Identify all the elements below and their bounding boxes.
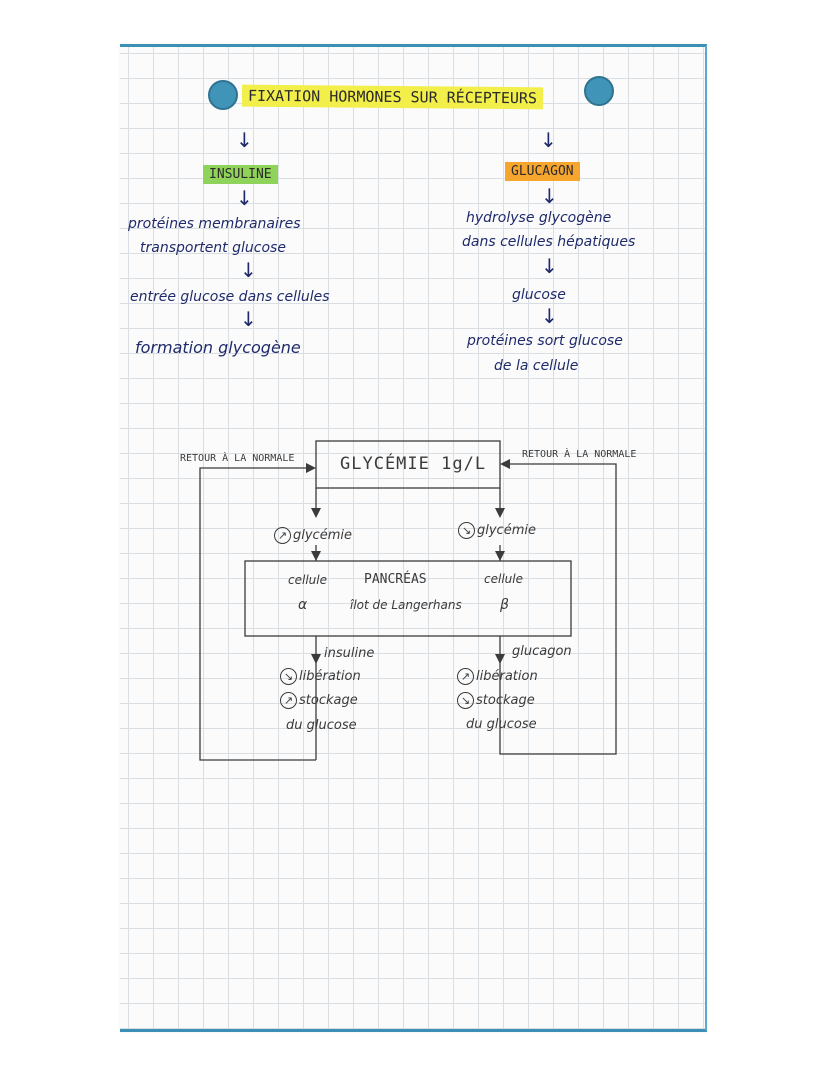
arrowhead-icon bbox=[495, 654, 505, 664]
arrowhead-icon bbox=[311, 508, 321, 518]
pancreas-box bbox=[244, 560, 572, 637]
arrowhead-icon bbox=[500, 459, 510, 469]
left-effect-1-label: libération bbox=[299, 669, 361, 684]
glucagon-step3-line2: de la cellule bbox=[494, 358, 579, 374]
pancreas-subtitle: îlot de Langerhans bbox=[350, 598, 462, 612]
arrow-down-icon: ↓ bbox=[236, 186, 253, 210]
arrowhead-icon bbox=[495, 551, 505, 561]
left-effect-3: du glucose bbox=[286, 718, 357, 733]
arrow-down-icon: ↓ bbox=[236, 128, 253, 152]
arrow-down-icon: ↓ bbox=[541, 184, 558, 208]
right-effect-3: du glucose bbox=[466, 717, 537, 732]
insuline-step3: formation glycogène bbox=[135, 338, 301, 357]
notebook-page bbox=[120, 44, 707, 1032]
increase-arrow-icon: ↗ bbox=[274, 527, 291, 544]
decrease-arrow-icon: ↘ bbox=[458, 522, 475, 539]
right-effect-2: ↘stockage bbox=[457, 692, 535, 709]
insuline-step2: entrée glucose dans cellules bbox=[130, 289, 330, 305]
arrow-down-icon: ↓ bbox=[240, 307, 257, 331]
arrow-down-icon: ↓ bbox=[540, 128, 557, 152]
glucagon-step2: glucose bbox=[512, 287, 566, 303]
insuline-label: INSULINE bbox=[203, 165, 278, 184]
glucagon-step1-line2: dans cellules hépatiques bbox=[462, 234, 636, 250]
left-hormone: insuline bbox=[324, 646, 375, 661]
cell-beta-label: cellule bbox=[484, 572, 523, 586]
glucagon-step3-line1: protéines sort glucose bbox=[467, 333, 623, 349]
glycemie-box-label: GLYCÉMIE 1g/L bbox=[340, 454, 487, 474]
right-return-label: RETOUR À LA NORMALE bbox=[522, 449, 637, 460]
decrease-arrow-icon: ↘ bbox=[457, 692, 474, 709]
arrowhead-icon bbox=[311, 654, 321, 664]
left-loop-line bbox=[199, 467, 316, 761]
arrow-down-icon: ↓ bbox=[240, 258, 257, 282]
glucagon-step1-line1: hydrolyse glycogène bbox=[466, 210, 612, 226]
right-effect-1: ↗libération bbox=[457, 668, 538, 685]
cell-beta-symbol: β bbox=[500, 597, 509, 613]
insuline-step1-line2: transportent glucose bbox=[140, 240, 286, 256]
insuline-step1-line1: protéines membranaires bbox=[128, 216, 301, 232]
binder-hole-right bbox=[584, 76, 614, 106]
arrowhead-icon bbox=[306, 463, 316, 473]
left-effect-2: ↗stockage bbox=[280, 692, 358, 709]
right-effect-1-label: libération bbox=[476, 669, 538, 684]
cell-alpha-label: cellule bbox=[288, 573, 327, 587]
right-stimulus: ↘glycémie bbox=[458, 522, 536, 539]
glucagon-label: GLUCAGON bbox=[505, 162, 580, 181]
right-loop-line bbox=[499, 463, 617, 755]
arrow-down-icon: ↓ bbox=[541, 254, 558, 278]
right-hormone: glucagon bbox=[512, 644, 572, 659]
right-stimulus-label: glycémie bbox=[477, 523, 536, 538]
left-stimulus: ↗glycémie bbox=[274, 527, 352, 544]
decrease-arrow-icon: ↘ bbox=[280, 668, 297, 685]
binder-hole-left bbox=[208, 80, 238, 110]
increase-arrow-icon: ↗ bbox=[280, 692, 297, 709]
right-effect-2-label: stockage bbox=[476, 693, 535, 708]
pancreas-title: PANCRÉAS bbox=[364, 572, 427, 587]
left-effect-1: ↘libération bbox=[280, 668, 361, 685]
left-return-label: RETOUR À LA NORMALE bbox=[180, 453, 295, 464]
arrowhead-icon bbox=[495, 508, 505, 518]
left-effect-2-label: stockage bbox=[299, 693, 358, 708]
arrow-down-icon: ↓ bbox=[541, 304, 558, 328]
cell-alpha-symbol: α bbox=[298, 597, 308, 613]
increase-arrow-icon: ↗ bbox=[457, 668, 474, 685]
arrowhead-icon bbox=[311, 551, 321, 561]
left-stimulus-label: glycémie bbox=[293, 528, 352, 543]
glycemie-box bbox=[315, 440, 501, 489]
